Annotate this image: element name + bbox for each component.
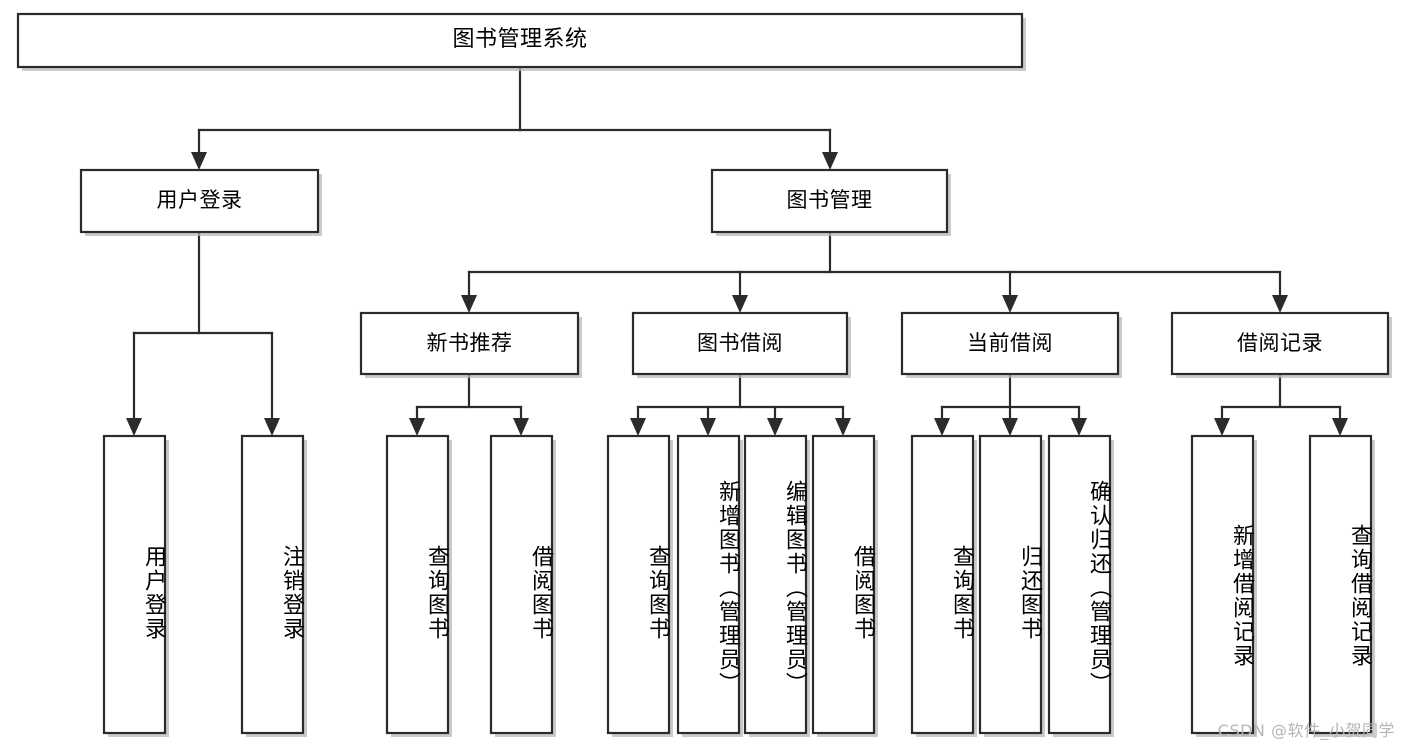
node-rect-leaf-6[interactable] (743, 434, 808, 735)
node-rect-leaf-1[interactable] (240, 434, 305, 735)
node-rect-current-borrow[interactable] (900, 311, 1120, 376)
arrow-head-bb-leaf4 (835, 418, 851, 436)
node-rect-book-mgmt[interactable] (710, 168, 949, 234)
node-rect-leaf-12[interactable] (1308, 434, 1373, 735)
arrow-head-user-login (191, 152, 207, 170)
arrow-head-cb-leaf1 (934, 418, 950, 436)
node-rect-borrow-record[interactable] (1170, 311, 1390, 376)
arrow-head-nb-leaf2 (513, 418, 529, 436)
node-rect-leaf-5[interactable] (676, 434, 741, 735)
arrow-head-borrow-book (732, 295, 748, 313)
arrow-head-new-book (461, 295, 477, 313)
node-rect-leaf-0[interactable] (102, 434, 167, 735)
node-boxes (16, 12, 1392, 737)
node-rect-leaf-10[interactable] (1047, 434, 1112, 735)
arrow-head-br-leaf1 (1214, 418, 1230, 436)
arrow-head-bb-leaf1 (630, 418, 646, 436)
arrow-head-cb-leaf2 (1002, 418, 1018, 436)
arrow-head-bb-leaf3 (767, 418, 783, 436)
node-rect-leaf-8[interactable] (910, 434, 975, 735)
node-rect-leaf-9[interactable] (978, 434, 1043, 735)
arrow-head-leaf-logout (264, 418, 280, 436)
connectors (126, 65, 1348, 436)
node-rect-new-book[interactable] (359, 311, 580, 376)
node-rect-leaf-4[interactable] (606, 434, 671, 735)
node-rect-borrow-book[interactable] (631, 311, 849, 376)
arrow-head-bb-leaf2 (700, 418, 716, 436)
node-rect-leaf-3[interactable] (489, 434, 554, 735)
node-rect-leaf-11[interactable] (1190, 434, 1255, 735)
arrow-head-current-borrow (1002, 295, 1018, 313)
node-rect-root[interactable] (16, 12, 1024, 69)
csdn-watermark: CSDN @软件_小贺同学 (1217, 721, 1395, 740)
node-rect-user-login[interactable] (79, 168, 320, 234)
arrow-head-nb-leaf1 (409, 418, 425, 436)
arrow-head-book-mgmt (822, 152, 838, 170)
node-rect-leaf-7[interactable] (811, 434, 876, 735)
arrow-head-borrow-record (1272, 295, 1288, 313)
arrow-head-leaf-user-login (126, 418, 142, 436)
arrow-head-cb-leaf3 (1071, 418, 1087, 436)
arrow-head-br-leaf2 (1332, 418, 1348, 436)
node-rect-leaf-2[interactable] (385, 434, 450, 735)
